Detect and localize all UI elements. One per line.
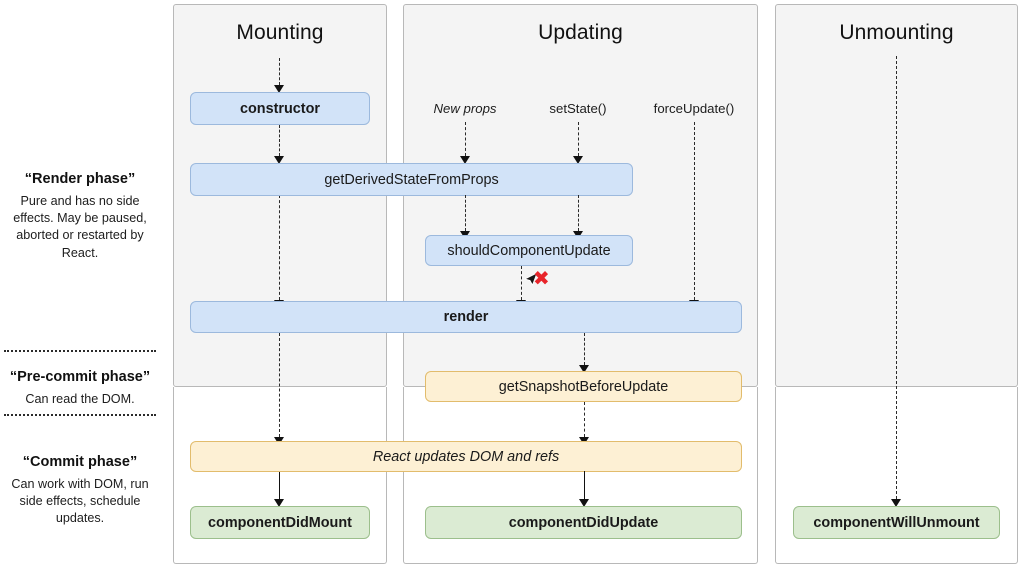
connector-constructor-to-gdsfp [279, 125, 280, 156]
node-get-derived-state-from-props: getDerivedStateFromProps [190, 163, 633, 196]
legend-pre-commit-phase: “Pre-commit phase” Can read the DOM. [0, 368, 160, 408]
connector-render-to-snapshot [584, 333, 585, 365]
legend-pre-commit-phase-title: “Pre-commit phase” [9, 369, 151, 385]
connector-gdsfp-to-scu-right [578, 195, 579, 231]
node-react-updates-dom-and-refs: React updates DOM and refs [190, 441, 742, 472]
arrowhead-render-to-snapshot [579, 365, 589, 373]
node-component-did-mount: componentDidMount [190, 506, 370, 539]
connector-commit-to-did-mount [279, 471, 280, 499]
legend-render-phase-title: “Render phase” [24, 171, 136, 187]
connector-unmounting-to-will-unmount [896, 56, 897, 499]
node-component-did-update: componentDidUpdate [425, 506, 742, 539]
legend-commit-phase: “Commit phase” Can work with DOM, run si… [0, 453, 160, 528]
connector-commit-to-did-update [584, 471, 585, 499]
arrowhead-unmounting-to-will-unmount [891, 499, 901, 507]
node-render: render [190, 301, 742, 333]
connector-gdsfp-to-render-mounting [279, 195, 280, 300]
column-heading-updating: Updating [538, 21, 623, 44]
cursor-pointer-icon [523, 272, 538, 286]
connector-gdsfp-to-scu-left [465, 195, 466, 231]
arrowhead-mounting-start [274, 85, 284, 93]
legend-render-phase: “Render phase” Pure and has no side effe… [0, 170, 160, 262]
legend-divider-bottom [4, 414, 156, 416]
arrowhead-constructor-to-gdsfp [274, 156, 284, 164]
legend-pre-commit-phase-description: Can read the DOM. [25, 391, 135, 406]
node-component-will-unmount: componentWillUnmount [793, 506, 1000, 539]
node-constructor: constructor [190, 92, 370, 125]
trigger-new-props: New props [433, 101, 497, 116]
legend-commit-phase-title: “Commit phase” [22, 454, 138, 470]
connector-render-to-commit-mounting [279, 333, 280, 437]
legend-commit-phase-description: Can work with DOM, run side effects, sch… [11, 476, 149, 526]
node-should-component-update: shouldComponentUpdate [425, 235, 633, 266]
connector-snapshot-to-commit [584, 402, 585, 437]
connector-scu-to-render [521, 266, 522, 300]
arrowhead-commit-to-did-update [579, 499, 589, 507]
node-get-snapshot-before-update: getSnapshotBeforeUpdate [425, 371, 742, 402]
trigger-set-state: setState() [549, 101, 607, 116]
legend-divider-top [4, 350, 156, 352]
connector-new-props-to-gdsfp [465, 122, 466, 156]
column-heading-unmounting: Unmounting [839, 21, 954, 44]
trigger-force-update: forceUpdate() [653, 101, 735, 116]
column-heading-mounting: Mounting [236, 21, 324, 44]
skip-render-x-icon: ✖ [533, 266, 550, 290]
arrowhead-new-props-to-gdsfp [460, 156, 470, 164]
arrowhead-set-state-to-gdsfp [573, 156, 583, 164]
connector-force-update-to-render [694, 122, 695, 300]
legend-render-phase-description: Pure and has no side effects. May be pau… [13, 193, 147, 260]
arrowhead-commit-to-did-mount [274, 499, 284, 507]
connector-mounting-start [279, 58, 280, 85]
connector-set-state-to-gdsfp [578, 122, 579, 156]
